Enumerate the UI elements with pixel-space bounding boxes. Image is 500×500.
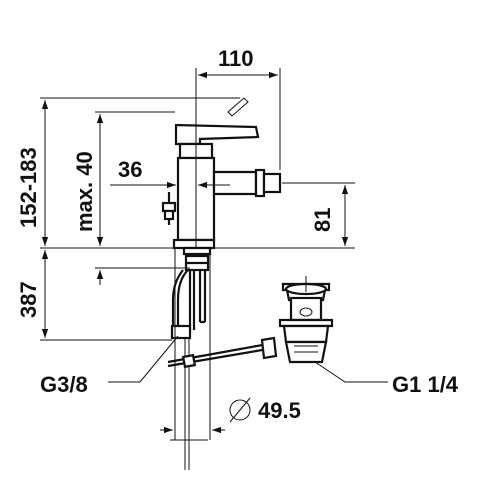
diameter-symbol-icon <box>229 397 251 423</box>
dim-below-deck: 387 <box>16 281 41 318</box>
faucet-body <box>161 97 282 250</box>
waste-fitting <box>278 276 334 364</box>
dim-overall-height: 152-183 <box>16 147 41 228</box>
dim-body-offset: 36 <box>118 157 142 182</box>
dim-spout-reach: 110 <box>218 46 254 71</box>
dim-supply-thread: G3/8 <box>40 372 88 397</box>
pop-up-linkage <box>167 336 278 369</box>
dim-waste-thread: G1 1/4 <box>392 372 459 397</box>
dim-spout-height: 81 <box>310 208 335 232</box>
dim-hole-diameter: 49.5 <box>258 398 301 423</box>
supply-hoses <box>170 246 212 470</box>
dimension-lines <box>40 68 388 441</box>
dim-lever-travel: max. 40 <box>72 151 97 232</box>
dimension-labels: 110 36 81 152-183 max. 40 387 G3/8 G1 1/… <box>16 46 459 423</box>
